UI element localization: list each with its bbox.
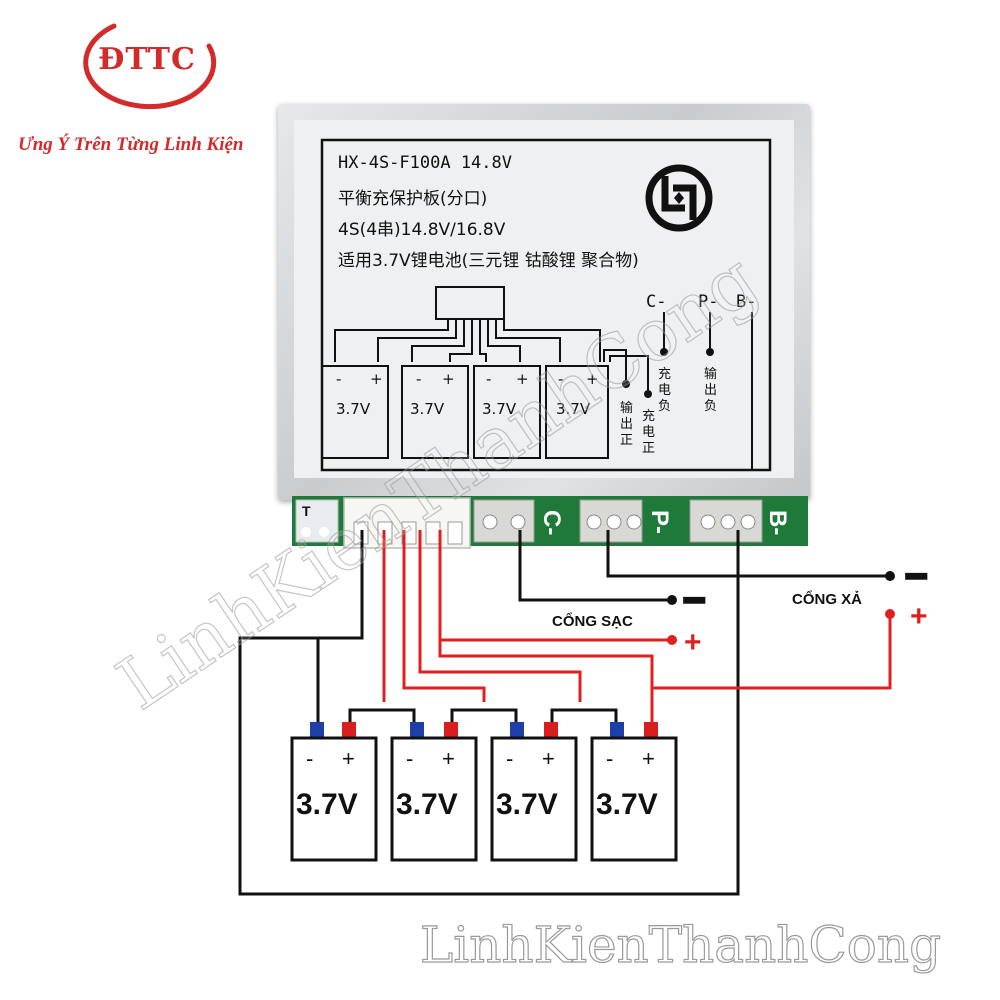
sticker-cell-2-minus: - [416,370,421,388]
battery-3-voltage: 3.7V [496,788,558,821]
sticker-cell-1-minus: - [336,370,341,388]
discharge-port-minus: ━ [905,558,928,596]
battery-2-minus: - [406,746,413,771]
tagline: Ưng Ý Trên Từng Linh Kiện [18,134,244,155]
sticker-cell-1-voltage: 3.7V [336,400,371,418]
sticker-cell-1-plus: + [370,370,383,388]
balance-connector [343,497,471,549]
pad-c-minus[interactable] [473,499,535,543]
pad-b-minus[interactable] [689,499,763,543]
logo-oval [83,23,217,110]
vert-charge-pos-label: 充 电 正 [642,408,659,456]
sticker-cell-4-plus: + [586,370,599,388]
logo: ĐTTC [98,42,196,77]
battery-4: - + 3.7V [590,722,678,862]
sticker-port-b-label: B- [736,292,756,312]
brand-logo-icon [645,164,713,232]
battery-2-voltage: 3.7V [396,788,458,821]
battery-4-voltage: 3.7V [596,788,658,821]
battery-4-plus: + [642,746,655,771]
charge-port-minus: ━ [683,582,706,620]
board-usage-text: 适用3.7V锂电池(三元锂 钴酸锂 聚合物) [338,251,639,271]
battery-1-minus: - [306,746,313,771]
battery-1-plus: + [342,746,355,771]
battery-1: - + 3.7V [290,722,378,862]
board-model-text: HX-4S-F100A 14.8V [338,153,512,173]
sticker-cell-2-plus: + [442,370,455,388]
sticker-cell-3-voltage: 3.7V [482,400,517,418]
charge-port-label: CỔNG SẠC [552,612,633,630]
discharge-port-label: CỔNG XẢ [792,590,862,608]
discharge-port-plus: + [910,600,928,633]
sticker-cell-3-plus: + [516,370,529,388]
vert-charge-neg-label: 充 电 负 [658,366,675,414]
sticker-cells: - + 3.7V - + 3.7V - + 3.7V - + 3.7V [321,365,609,459]
sticker-cell-4-voltage: 3.7V [556,400,591,418]
red-wires [382,530,892,724]
pad-b-label: B- [764,510,791,535]
watermark-bottom: LinhKienThanhCong [420,916,941,974]
pad-p-minus[interactable] [579,499,643,543]
board-name-text: 平衡充保护板(分口) [338,189,487,209]
sticker-cell-4-minus: - [558,370,563,388]
sticker-port-p-label: P- [698,292,718,312]
pcb-t-label: T [302,503,311,519]
sticker-cell-2-voltage: 3.7V [410,400,445,418]
charge-port-plus: + [684,626,702,659]
pad-c-label: C- [538,510,565,535]
battery-4-minus: - [606,746,613,771]
battery-1-voltage: 3.7V [296,788,358,821]
pad-p-label: P- [646,510,673,534]
sticker-cell-3-minus: - [486,370,491,388]
board-label-sticker [294,120,794,478]
battery-3: - + 3.7V [490,722,578,862]
black-wires [238,530,890,896]
battery-2-plus: + [442,746,455,771]
watermark-diagonal: LinhKienThanhCong [103,237,772,726]
board-spec-text: 4S(4串)14.8V/16.8V [338,220,506,240]
sticker-port-c-label: C- [646,292,666,312]
vert-output-neg-label: 输 出 负 [704,366,721,414]
battery-3-minus: - [506,746,513,771]
vert-output-pos-label: 输 出 正 [620,400,637,448]
battery-2: - + 3.7V [390,722,478,862]
battery-3-plus: + [542,746,555,771]
